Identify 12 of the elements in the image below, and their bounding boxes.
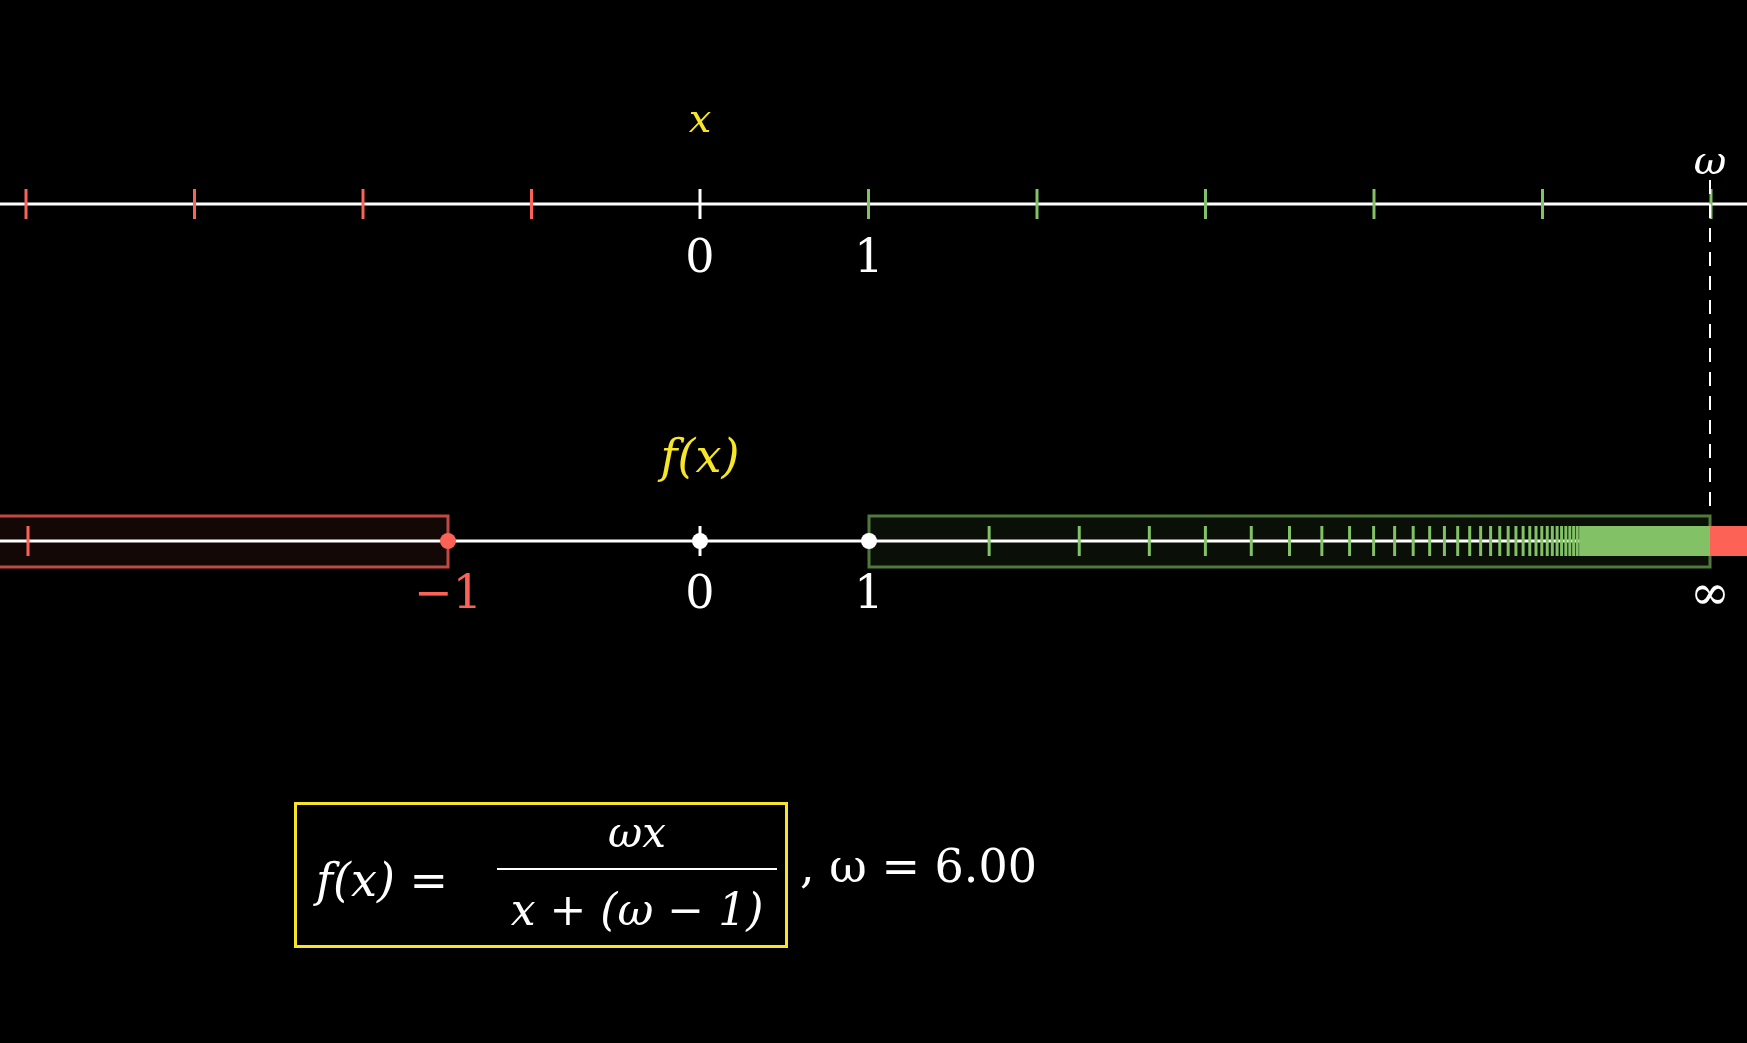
tick-label: −1 bbox=[414, 569, 482, 615]
fraction-numerator: ωx bbox=[608, 812, 666, 854]
parameter-value: , ω = 6.00 bbox=[800, 843, 1037, 889]
formula-box bbox=[294, 802, 788, 948]
axis-label: x bbox=[688, 98, 712, 138]
tick-label: 1 bbox=[854, 569, 884, 615]
axis-end-label: ω bbox=[1693, 140, 1727, 180]
tick-label: 0 bbox=[685, 569, 715, 615]
tick-label: 0 bbox=[685, 233, 715, 279]
fraction-denominator: x + (ω − 1) bbox=[510, 888, 764, 932]
tick-label: ∞ bbox=[1690, 568, 1730, 616]
tick-label: 1 bbox=[854, 233, 884, 279]
